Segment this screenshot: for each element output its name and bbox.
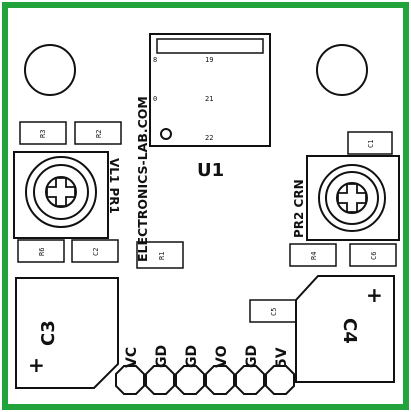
u1-pin-label: 22 [205,134,213,142]
site-text: ELECTRONICS-LAB.COM [135,96,150,262]
pot-cross-slot-icon [337,183,367,213]
mounting-hole-left [24,44,76,96]
resistor-r1: R1 [136,241,184,269]
svg-text:C4: C4 [339,318,360,344]
u1-pin-label: 19 [205,56,213,64]
svg-text:R3: R3 [39,130,47,138]
header-pin-label: GD [184,345,200,368]
pot-right-label: PR2 CRN [292,179,306,238]
svg-text:C5: C5 [270,308,278,316]
u1-pin1-marker [160,128,172,140]
resistor-r6: R6 [17,239,65,263]
potentiometer-right [306,155,400,241]
resistor-r2: R2 [74,121,122,145]
header-pin-label: 5V [274,347,290,368]
header-pin-label: VO [214,345,230,368]
capacitor-c1: C1 [347,131,393,155]
pin-header [115,365,295,395]
capacitor-c6: C6 [349,243,397,267]
svg-text:C2: C2 [92,248,100,256]
potentiometer-left [13,151,109,239]
capacitor-c4: C4 + [295,275,395,383]
u1-pin-label: 0 [153,95,157,103]
header-pin-label: GD [154,345,170,368]
c3-polarity-mark: + [28,353,45,377]
pot-left-label: VL1 PR1 [107,158,121,214]
header-pin-label: VC [124,347,140,368]
u1-package: 8 19 0 21 22 [149,33,271,147]
mounting-hole-right [316,44,368,96]
resistor-r4: R4 [289,243,337,267]
c4-polarity-mark: + [366,283,383,307]
pot-cross-slot-icon [46,177,76,207]
svg-text:R6: R6 [38,248,46,256]
svg-text:C3: C3 [38,320,59,346]
svg-text:C1: C1 [367,140,375,148]
svg-text:R4: R4 [310,252,318,260]
svg-text:R2: R2 [95,130,103,138]
svg-text:R1: R1 [158,252,166,260]
u1-label: U1 [197,160,224,181]
u1-pin-label: 21 [205,95,213,103]
resistor-r3: R3 [19,121,67,145]
capacitor-c2: C2 [71,239,119,263]
capacitor-c3: C3 + [15,277,119,389]
svg-text:C6: C6 [370,252,378,260]
header-pin-label: GD [244,345,260,368]
u1-pin-label: 8 [153,56,157,64]
